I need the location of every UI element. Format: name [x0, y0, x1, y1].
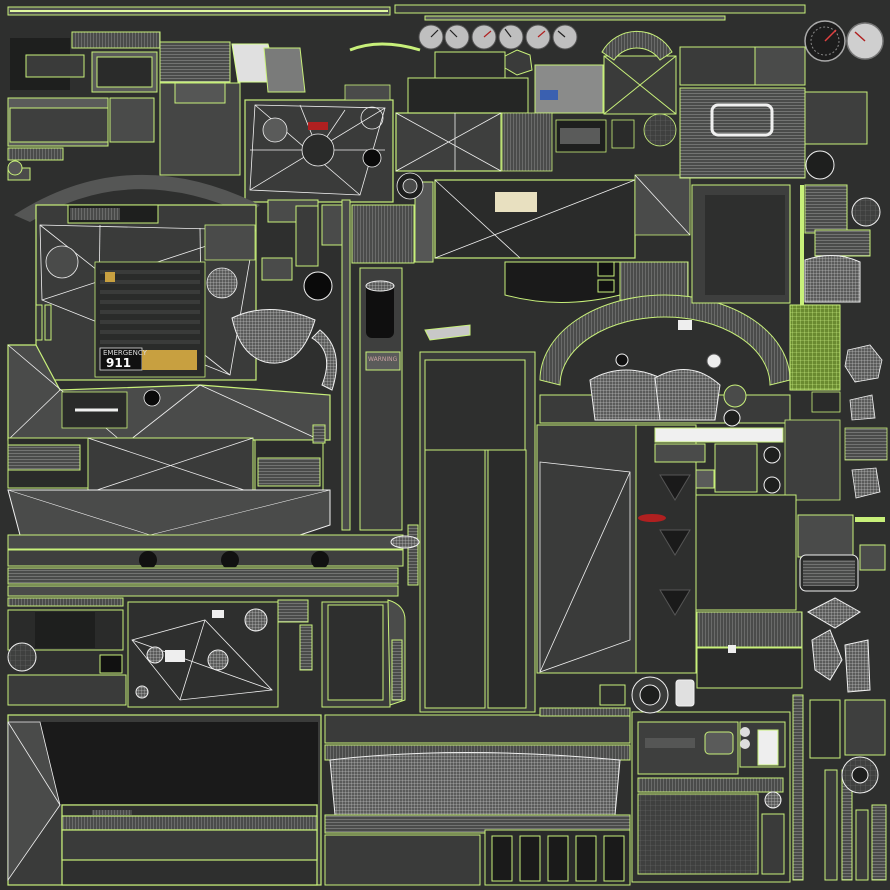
mesh-bowl — [231, 271, 337, 391]
dash-arch-left — [14, 174, 260, 222]
horizontal-strips — [7, 534, 420, 607]
tray-and-vents — [504, 261, 689, 303]
top-strip — [7, 4, 806, 21]
gauge-icon — [498, 24, 524, 50]
gauge-icon — [444, 24, 470, 50]
center-top-frames — [395, 112, 691, 259]
lime-grid-pillar — [789, 304, 841, 391]
gauge-icon — [418, 24, 444, 50]
gauge-icon — [525, 24, 551, 50]
gauge-cluster — [418, 20, 884, 62]
warning-label: WARNING — [368, 356, 398, 363]
gauge-icon — [552, 24, 578, 50]
radio-panel — [599, 676, 791, 883]
right-bottom-columns — [792, 694, 887, 881]
center-column — [359, 267, 536, 713]
right-mid-stack — [797, 514, 886, 693]
dashboard-arch-right — [539, 294, 791, 427]
left-lower-console — [7, 599, 406, 708]
left-edge-accents — [35, 204, 326, 444]
bottom-center — [92, 707, 631, 886]
car-logo-icon — [659, 589, 691, 616]
gauge-icon — [471, 24, 497, 50]
knob-icon — [7, 160, 23, 176]
triangulated-panel-top — [244, 84, 394, 203]
car-logo-icon — [659, 529, 691, 556]
bottom-left-panel — [7, 714, 322, 886]
tachometer-icon — [846, 22, 884, 60]
left-lower-mesh — [7, 224, 331, 441]
dashboard-top-left — [10, 30, 677, 115]
car-logo-icon — [659, 474, 691, 501]
top-right-blocks — [679, 46, 881, 335]
device-panel — [536, 424, 803, 689]
left-upper-panel — [7, 82, 241, 181]
vertical-pillars — [261, 181, 434, 531]
emergency-number: 911 — [106, 356, 131, 370]
speedometer-icon — [804, 20, 846, 62]
left-middle-band — [7, 437, 331, 536]
right-side-parts — [784, 344, 888, 501]
emergency-label: EMERGENCY — [103, 349, 148, 357]
